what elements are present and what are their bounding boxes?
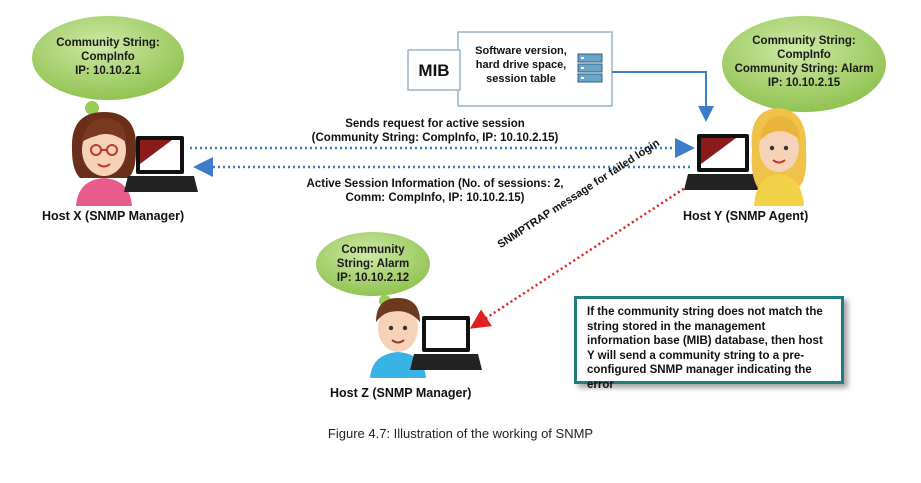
bubble-line: Community: [341, 244, 405, 256]
bubble-host-y-text: Community String: CompInfo Community Str…: [724, 34, 884, 90]
mib-desc-line: hard drive space,: [475, 59, 567, 71]
response-label: Active Session Information (No. of sessi…: [230, 177, 640, 205]
mib-desc-line: session table: [486, 73, 556, 85]
database-icon: [577, 53, 603, 83]
bubble-line: CompInfo: [777, 49, 831, 61]
arrow-mib-to-host-y: [612, 71, 714, 122]
bubble-line: CompInfo: [81, 51, 135, 63]
host-x-label: Host X (SNMP Manager): [42, 209, 185, 223]
bubble-line: Community String:: [56, 37, 160, 49]
mib-description: Software version, hard drive space, sess…: [466, 44, 576, 86]
request-label-line: Sends request for active session: [345, 118, 525, 130]
man-avatar-icon: [370, 298, 426, 378]
mib-box: [407, 31, 613, 107]
host-y-label: Host Y (SNMP Agent): [683, 209, 809, 223]
bubble-line: Community String: Alarm: [734, 63, 874, 75]
bubble-line: IP: 10.10.2.15: [767, 77, 841, 89]
bubble-host-z-text: Community String: Alarm IP: 10.10.2.12: [318, 243, 428, 285]
laptop-icon: [410, 316, 482, 370]
host-z-label: Host Z (SNMP Manager): [330, 386, 472, 400]
laptop-icon: [684, 134, 760, 190]
bubble-line: IP: 10.10.2.1: [75, 65, 141, 77]
host-x-figure: [71, 112, 198, 206]
host-y-figure: [684, 108, 807, 206]
bubble-line: IP: 10.10.2.12: [336, 272, 410, 284]
laptop-icon: [124, 136, 198, 192]
error-note-box: If the community string does not match t…: [574, 296, 844, 391]
figure-caption: Figure 4.7: Illustration of the working …: [327, 426, 594, 441]
bubble-line: String: Alarm: [336, 258, 410, 270]
mib-desc-line: Software version,: [475, 45, 567, 57]
bubble-line: Community String:: [752, 35, 856, 47]
request-label: Sends request for active session (Commun…: [230, 117, 640, 145]
bubble-host-x-text: Community String: CompInfo IP: 10.10.2.1: [38, 36, 178, 78]
woman-avatar-icon: [751, 108, 807, 206]
host-z-figure: [370, 298, 482, 378]
response-label-line: Active Session Information (No. of sessi…: [306, 178, 564, 190]
woman-avatar-icon: [71, 112, 137, 206]
mib-tag: MIB: [418, 61, 450, 80]
response-label-line: Comm: CompInfo, IP: 10.10.2.15): [345, 192, 525, 204]
request-label-line: (Community String: CompInfo, IP: 10.10.2…: [311, 132, 559, 144]
